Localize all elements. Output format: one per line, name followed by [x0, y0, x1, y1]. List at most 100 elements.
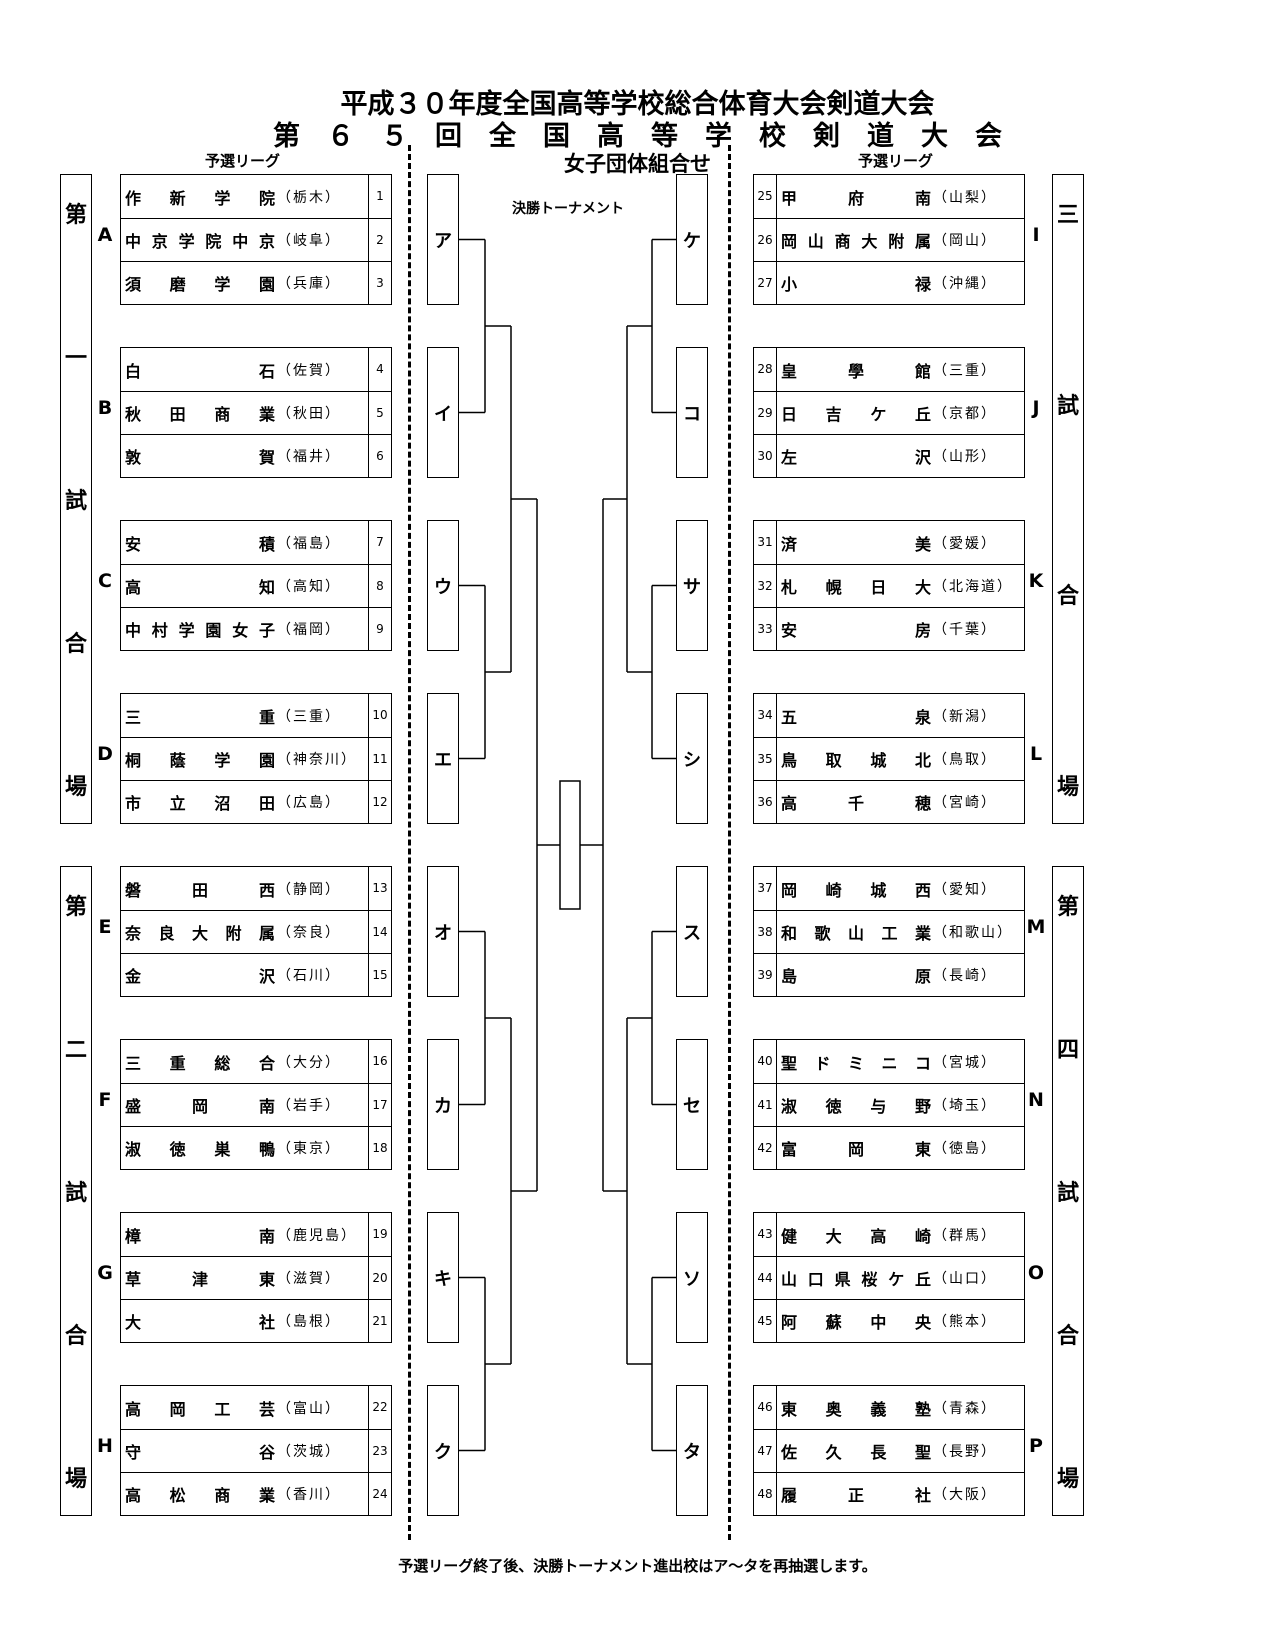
team-name: 鳥取城北 [781, 751, 931, 770]
team-number: 30 [754, 434, 777, 478]
team-row: 三重（三重）10 [121, 694, 391, 737]
team-number: 36 [754, 780, 777, 824]
team-name: 中京学院中京 [125, 232, 275, 251]
team-row: 三重総合（大分）16 [121, 1040, 391, 1083]
bracket-slot: イ [427, 347, 459, 478]
team-name: 桐蔭学園 [125, 751, 275, 770]
team-row: 高岡工芸（富山）22 [121, 1386, 391, 1429]
venue-char: 合 [1056, 584, 1079, 610]
team-name: 須磨学園 [125, 275, 275, 294]
venue-char: 試 [64, 489, 87, 514]
team-number: 21 [368, 1299, 391, 1343]
group-label: E [98, 916, 112, 938]
team-number: 34 [754, 694, 777, 737]
team-name: 中村学園女子 [125, 621, 275, 640]
team-row: 市立沼田（広島）12 [121, 780, 391, 824]
team-name: 守谷 [125, 1443, 275, 1462]
team-name: 皇學館 [781, 361, 931, 381]
team-name: 済美 [781, 534, 931, 554]
team-prefecture: （鹿児島） [277, 1227, 357, 1244]
team-name: 草津東 [125, 1270, 275, 1289]
left-section-label: 予選リーグ [205, 152, 281, 170]
team-name: 島原 [781, 967, 931, 986]
team-name: 左沢 [781, 448, 931, 467]
title-line-2: 第 ６ ５ 回 全 国 高 等 学 校 剣 道 大 会 [273, 121, 1002, 152]
bracket-slot: ケ [676, 174, 708, 305]
team-prefecture: （岐阜） [277, 233, 341, 249]
team-row: 高松商業（香川）24 [121, 1472, 391, 1516]
right-section-label: 予選リーグ [858, 152, 934, 170]
team-name: 敦賀 [125, 448, 275, 467]
team-prefecture: （東京） [277, 1141, 341, 1157]
bracket-slot: シ [676, 693, 708, 824]
team-name: 奈良大附属 [125, 924, 275, 943]
team-prefecture: （埼玉） [933, 1098, 997, 1114]
team-row: 中村学園女子（福岡）9 [121, 607, 391, 651]
team-number: 22 [368, 1386, 391, 1429]
team-name: 盛岡南 [125, 1097, 275, 1116]
team-prefecture: （広島） [277, 795, 341, 811]
team-number: 29 [754, 391, 777, 435]
team-number: 25 [754, 175, 777, 218]
team-number: 10 [368, 694, 391, 737]
team-number: 41 [754, 1083, 777, 1127]
team-prefecture: （山口） [933, 1271, 997, 1287]
group-label: C [98, 570, 112, 592]
venue-char: 四 [1056, 1038, 1079, 1063]
team-number: 4 [368, 348, 391, 391]
group-label: F [98, 1089, 112, 1111]
group-label: B [97, 397, 113, 419]
bracket-slot: タ [676, 1385, 708, 1516]
team-row: 草津東（滋賀）20 [121, 1256, 391, 1300]
group-label: D [97, 743, 113, 765]
team-number: 26 [754, 218, 777, 262]
team-prefecture: （青森） [933, 1400, 997, 1417]
venue-box: 三試合場 [1052, 174, 1084, 824]
venue-char: 場 [64, 1467, 87, 1492]
bracket-slot: サ [676, 520, 708, 651]
team-name: 作新学院 [125, 188, 275, 208]
team-number: 2 [368, 218, 391, 262]
team-prefecture: （鳥取） [933, 752, 997, 768]
team-number: 40 [754, 1040, 777, 1083]
team-prefecture: （香川） [277, 1487, 341, 1503]
team-prefecture: （栃木） [277, 189, 341, 206]
team-row: 須磨学園（兵庫）3 [121, 261, 391, 305]
team-name: 健大高崎 [781, 1226, 931, 1246]
venue-char: 合 [1056, 1324, 1079, 1349]
group-label: L [1029, 743, 1043, 765]
team-number: 45 [754, 1299, 777, 1343]
team-prefecture: （山梨） [933, 189, 997, 206]
team-name: 高松商業 [125, 1486, 275, 1505]
team-prefecture: （長野） [933, 1444, 997, 1460]
team-number: 44 [754, 1256, 777, 1300]
team-number: 32 [754, 564, 777, 608]
team-prefecture: （山形） [933, 449, 997, 465]
venue-char: 第 [64, 895, 87, 920]
team-name: 大社 [125, 1313, 275, 1332]
group-label: A [97, 224, 113, 246]
venue-char: 場 [64, 775, 87, 800]
team-name: 高岡工芸 [125, 1399, 275, 1419]
team-name: 高千穂 [781, 794, 931, 813]
team-number: 11 [368, 737, 391, 781]
venue-char: 第 [64, 203, 87, 228]
team-prefecture: （愛媛） [933, 535, 997, 552]
team-row: 樟南（鹿児島）19 [121, 1213, 391, 1256]
team-name: 金沢 [125, 967, 275, 986]
